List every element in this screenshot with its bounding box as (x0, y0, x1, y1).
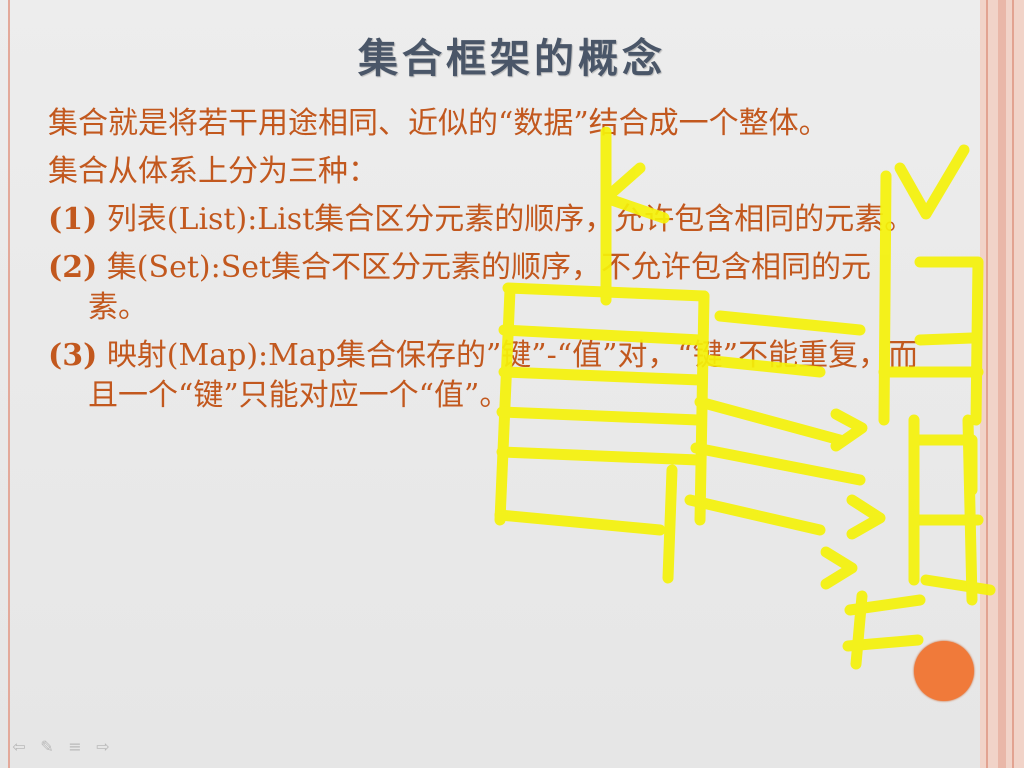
ink-stroke (844, 594, 926, 616)
ink-stroke (496, 446, 704, 466)
paragraph-text: 列表(List):List集合区分元素的顺序，允许包含相同的元素。 (106, 202, 915, 237)
slide-body: 集合就是将若干用途相同、近似的“数据”结合成一个整体。 集合从体系上分为三种： … (48, 104, 928, 424)
orange-circle-decoration (914, 641, 974, 701)
border-stripe (986, 0, 988, 768)
ink-stroke (690, 442, 866, 486)
border-stripe (1012, 0, 1014, 768)
paragraph-number: (2) (48, 250, 98, 285)
pen-icon[interactable]: ✎ (40, 737, 54, 756)
prev-arrow-icon[interactable]: ⇦ (12, 737, 26, 756)
paragraph-text: 集合从体系上分为三种： (48, 154, 378, 189)
paragraph-text: 集(Set):Set集合不区分元素的顺序，不允许包含相同的元素。 (88, 250, 872, 325)
slide-title: 集合框架的概念 (358, 35, 666, 82)
slideshow-toolbar: ⇦ ✎ ≡ ⇨ (8, 738, 114, 756)
ink-stroke (494, 509, 666, 536)
next-arrow-icon[interactable]: ⇨ (96, 737, 110, 756)
right-border-band (980, 0, 1024, 768)
ink-stroke (908, 434, 978, 496)
ink-stroke (662, 464, 678, 584)
ink-stroke (846, 494, 886, 540)
menu-icon[interactable]: ≡ (68, 737, 82, 756)
ink-stroke (914, 256, 984, 426)
body-paragraph: (3) 映射(Map):Map集合保存的”键”-“值”对，“键”不能重复，而且一… (48, 336, 928, 416)
ink-stroke (850, 590, 868, 670)
body-paragraph: (1) 列表(List):List集合区分元素的顺序，允许包含相同的元素。 (48, 200, 928, 240)
ink-stroke (842, 634, 924, 652)
border-stripe (998, 0, 1006, 768)
paragraph-number: (3) (48, 338, 98, 373)
ink-stroke (820, 546, 858, 590)
left-border-line (8, 0, 10, 768)
ink-stroke (684, 494, 826, 536)
paragraph-text: 映射(Map):Map集合保存的”键”-“值”对，“键”不能重复，而且一个“键”… (88, 338, 919, 413)
paragraph-number: (1) (48, 202, 98, 237)
paragraph-text: 集合就是将若干用途相同、近似的“数据”结合成一个整体。 (48, 106, 829, 141)
body-paragraph: (2) 集(Set):Set集合不区分元素的顺序，不允许包含相同的元素。 (48, 248, 928, 328)
ink-stroke (962, 414, 978, 606)
body-paragraph: 集合从体系上分为三种： (48, 152, 928, 192)
body-paragraph: 集合就是将若干用途相同、近似的“数据”结合成一个整体。 (48, 104, 928, 144)
